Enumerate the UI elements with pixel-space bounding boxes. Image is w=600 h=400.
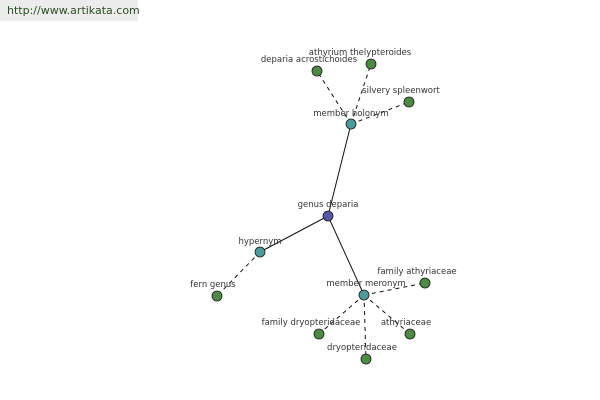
node-label-dryopteridaceae: dryopteridaceae xyxy=(327,343,397,353)
site-banner: http://www.artikata.com xyxy=(0,0,140,21)
edge-genus-deparia-to-hypernym xyxy=(259,215,329,253)
site-url-link[interactable]: http://www.artikata.com xyxy=(7,4,140,17)
node-label-athyriaceae: athyriaceae xyxy=(381,318,431,328)
node-circle-athyriaceae[interactable] xyxy=(404,328,416,340)
node-fern-genus[interactable]: fern genus xyxy=(190,280,236,302)
node-family-athyriaceae[interactable]: family athyriaceae xyxy=(377,267,457,289)
node-genus-deparia[interactable]: genus deparia xyxy=(298,200,359,222)
node-label-member-holonym: member holonym xyxy=(313,109,388,119)
node-circle-member-meronym[interactable] xyxy=(358,289,370,301)
edge-member-meronym-to-family-athyriaceae xyxy=(363,282,426,296)
edge-member-meronym-to-athyriaceae xyxy=(363,294,411,335)
node-circle-member-holonym[interactable] xyxy=(345,118,357,130)
node-family-dryopteridaceae[interactable]: family dryopteridaceae xyxy=(262,318,361,340)
node-member-holonym[interactable]: member holonym xyxy=(313,109,389,130)
node-label-hypernym: hypernym xyxy=(238,237,281,247)
node-label-member-meronym: member meronym xyxy=(326,279,405,289)
node-label-fern-genus: fern genus xyxy=(190,280,236,290)
edges-layer xyxy=(216,63,426,360)
node-circle-hypernym[interactable] xyxy=(254,246,266,258)
edge-member-holonym-to-silvery-spleenwort xyxy=(350,101,410,125)
edge-genus-deparia-to-member-holonym xyxy=(327,123,352,217)
node-label-family-athyriaceae: family athyriaceae xyxy=(377,267,456,277)
node-athyriaceae[interactable]: athyriaceae xyxy=(381,318,431,340)
node-circle-family-athyriaceae[interactable] xyxy=(419,277,431,289)
node-deparia-acrostichoides[interactable]: deparia acrostichoides xyxy=(261,55,358,77)
node-circle-family-dryopteridaceae[interactable] xyxy=(313,328,325,340)
node-label-family-dryopteridaceae: family dryopteridaceae xyxy=(262,318,361,328)
node-label-genus-deparia: genus deparia xyxy=(298,200,359,210)
node-label-athyrium-thelypteroides: athyrium thelypteroides xyxy=(309,48,412,58)
node-circle-fern-genus[interactable] xyxy=(211,290,223,302)
node-member-meronym[interactable]: member meronym xyxy=(326,279,406,301)
node-circle-genus-deparia[interactable] xyxy=(322,210,334,222)
edge-genus-deparia-to-member-meronym xyxy=(327,215,365,296)
edge-hypernym-to-fern-genus xyxy=(216,251,261,297)
node-dryopteridaceae[interactable]: dryopteridaceae xyxy=(327,343,397,365)
node-silvery-spleenwort[interactable]: silvery spleenwort xyxy=(362,86,440,108)
edge-member-meronym-to-family-dryopteridaceae xyxy=(318,294,365,335)
nodes-layer: genus deparia member holonym hypernym membe… xyxy=(190,48,457,365)
node-athyrium-thelypteroides[interactable]: athyrium thelypteroides xyxy=(309,48,412,70)
node-hypernym[interactable]: hypernym xyxy=(238,237,282,258)
edge-member-meronym-to-dryopteridaceae xyxy=(363,294,367,360)
node-label-deparia-acrostichoides: deparia acrostichoides xyxy=(261,55,358,65)
node-circle-athyrium-thelypteroides[interactable] xyxy=(365,58,377,70)
node-circle-deparia-acrostichoides[interactable] xyxy=(311,65,323,77)
node-circle-dryopteridaceae[interactable] xyxy=(360,353,372,365)
edge-member-holonym-to-deparia-acrostichoides xyxy=(316,70,352,125)
edge-member-holonym-to-athyrium-thelypteroides xyxy=(350,63,372,125)
node-circle-silvery-spleenwort[interactable] xyxy=(403,96,415,108)
node-label-silvery-spleenwort: silvery spleenwort xyxy=(362,86,440,96)
